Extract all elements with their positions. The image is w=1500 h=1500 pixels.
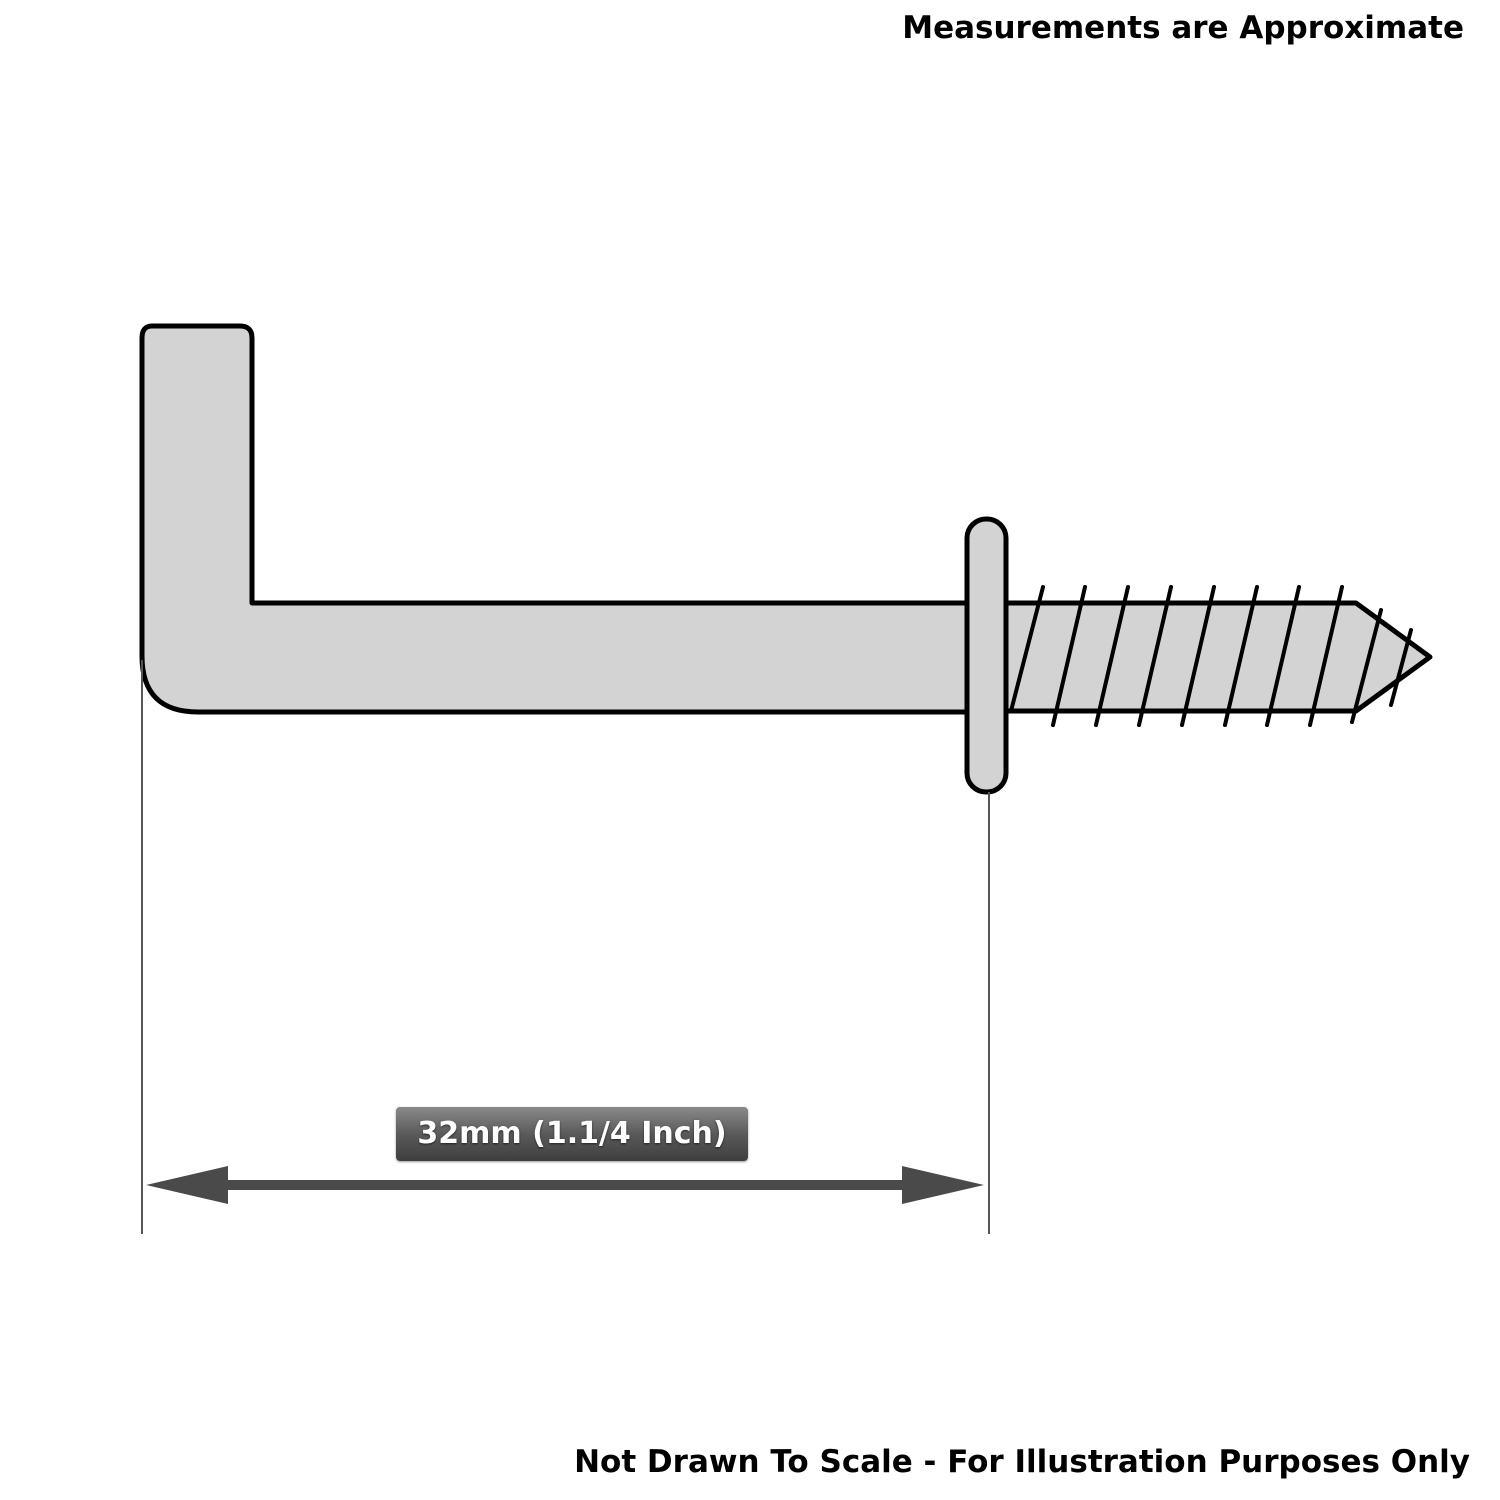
screw-collar [964,516,1009,795]
screw-threads [1009,585,1413,727]
dimension-label: 32mm (1.1/4 Inch) [396,1107,748,1161]
dimension-arrow [146,1166,984,1204]
hook-body [139,323,983,715]
scale-disclaimer: Not Drawn To Scale - For Illustration Pu… [574,1444,1470,1480]
screw-shank [997,600,1433,714]
measurements-note: Measurements are Approximate [902,10,1464,46]
